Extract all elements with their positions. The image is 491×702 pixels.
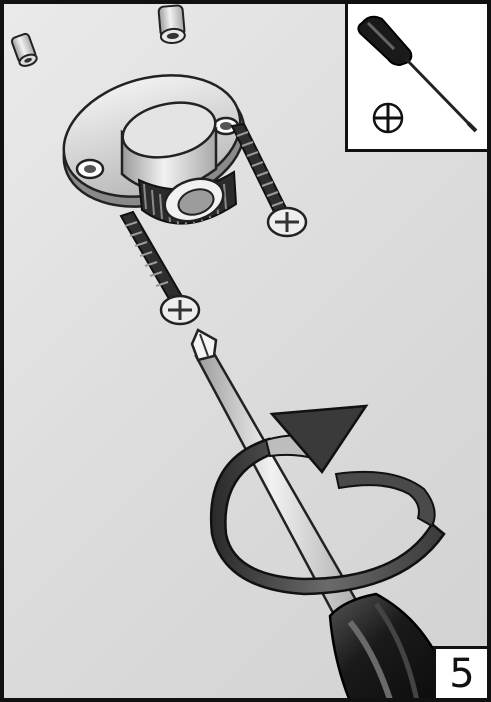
screw-left [121,212,199,324]
phillips-cross-icon [374,104,402,132]
step-number: 5 [449,654,474,694]
top-pins [11,5,186,68]
tool-inset [345,0,491,152]
phillips-screwdriver-icon [348,3,488,149]
screw-right [232,124,306,236]
screwdriver [192,330,456,702]
step-number-box: 5 [433,646,491,702]
flange-mount [50,57,259,229]
